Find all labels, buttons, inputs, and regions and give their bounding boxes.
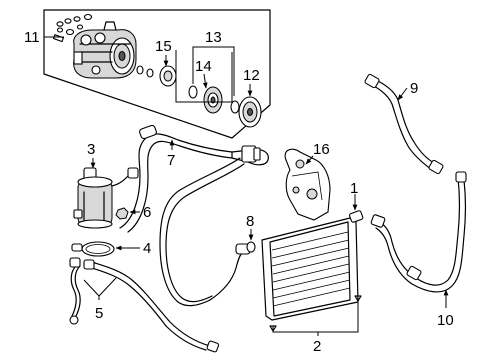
callout-13: 13: [205, 29, 222, 46]
callout-15: 15: [155, 38, 172, 55]
bolt-6: [115, 207, 129, 220]
callout-9: 9: [410, 80, 418, 97]
liquid-line-10: [370, 171, 467, 293]
callout-14: 14: [195, 58, 212, 75]
callout-11: 11: [24, 29, 40, 46]
compressor-hardware: [52, 13, 93, 43]
clamp-4: [71, 241, 115, 257]
bracket-13: [175, 46, 235, 103]
callout-7: 7: [167, 152, 175, 169]
condenser: [261, 210, 364, 321]
compressor: [73, 21, 137, 79]
callout-labels: 11 15 13 14 12 9 3 7 16 1 6 8 4 5 10 2: [24, 29, 454, 355]
accumulator: [73, 167, 139, 229]
oring-8: [246, 241, 256, 253]
callout-5: 5: [95, 305, 103, 322]
callout-12: 12: [243, 67, 260, 84]
discharge-hose: [119, 124, 269, 233]
callout-16: 16: [313, 141, 330, 158]
callout-6: 6: [143, 204, 151, 221]
leader-lines: [44, 36, 449, 336]
callout-8: 8: [246, 213, 254, 230]
liquid-lines: [69, 257, 220, 353]
callout-2: 2: [313, 338, 321, 355]
condenser-bracket: [284, 148, 331, 221]
callout-10: 10: [437, 312, 454, 329]
callout-3: 3: [87, 141, 95, 158]
pressure-line-9: [364, 73, 444, 175]
callout-1: 1: [350, 180, 358, 197]
callout-4: 4: [143, 240, 151, 257]
suction-hose: [159, 157, 251, 307]
